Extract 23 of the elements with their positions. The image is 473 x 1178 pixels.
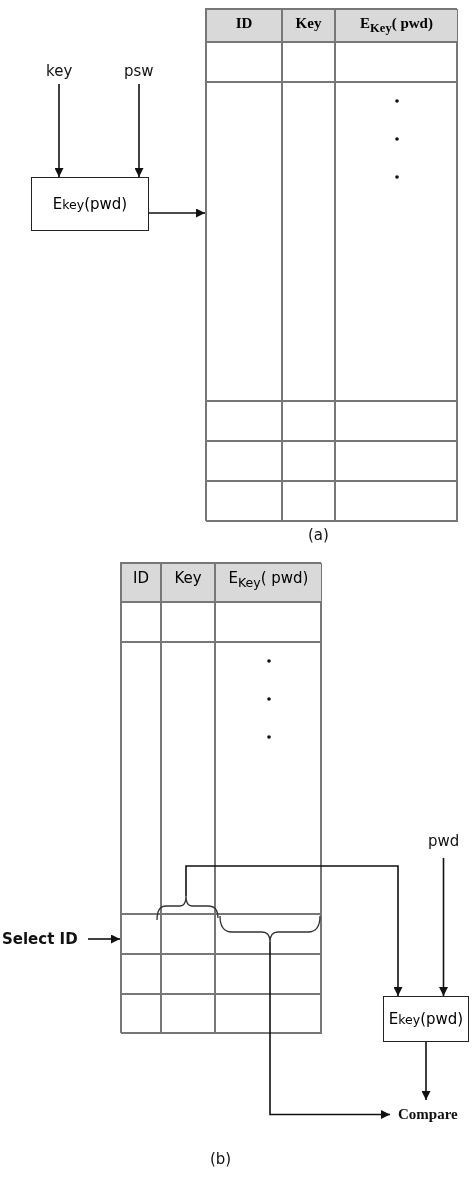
figure-caption: (b): [210, 1150, 232, 1168]
arrow: [134, 83, 144, 178]
column-header: Key: [161, 563, 215, 602]
arrow: [54, 83, 64, 178]
text-label: pwd: [428, 832, 460, 850]
arrow: [421, 1041, 431, 1101]
text-label: Select ID: [2, 930, 78, 948]
column-header: ID: [206, 9, 282, 42]
arrow: [439, 857, 448, 997]
data-table: [205, 8, 457, 521]
text-label: key: [46, 62, 73, 80]
arrow: [87, 934, 121, 944]
column-header: ID: [121, 563, 161, 602]
figure-caption: (a): [308, 526, 329, 544]
arrow: [269, 941, 391, 1119]
column-header: E$_{Key}$( pwd): [215, 563, 322, 602]
arrow: [148, 208, 206, 218]
data-table: [120, 562, 321, 1033]
column-header: E$_{Key}$( pwd): [335, 9, 458, 42]
text-label: psw: [124, 62, 154, 80]
column-header: Key: [282, 9, 335, 42]
text-label: Compare: [398, 1106, 458, 1123]
arrow: [185, 865, 403, 997]
